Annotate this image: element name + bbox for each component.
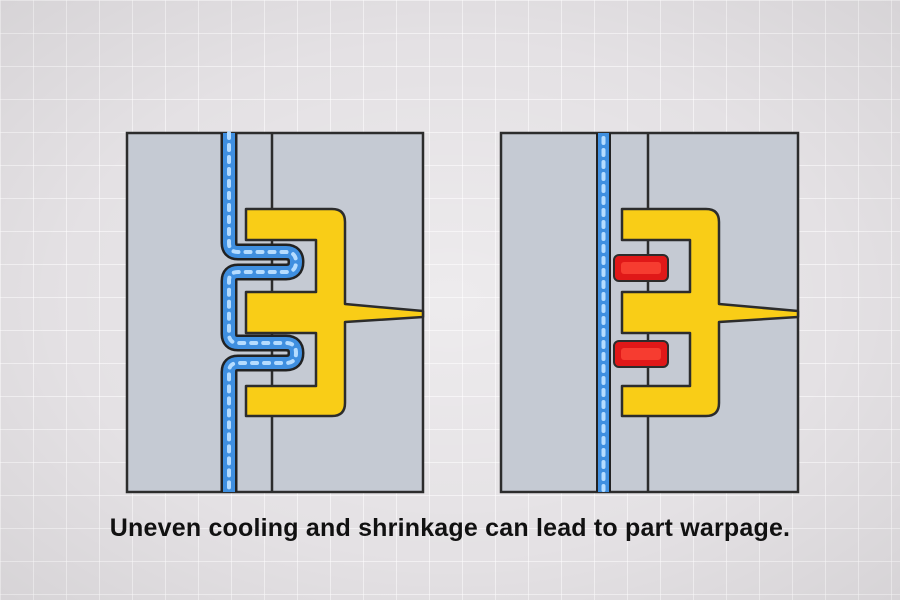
right-cooling-channel xyxy=(596,133,611,492)
right-molded-part xyxy=(620,207,800,418)
hot-spot-upper-glow xyxy=(621,262,661,274)
hot-spot-lower-glow xyxy=(621,348,661,360)
left-mold-panel xyxy=(125,131,425,494)
left-cooling-channel xyxy=(220,131,305,494)
left-molded-part xyxy=(244,207,425,418)
right-mold-panel xyxy=(499,131,800,494)
caption: Uneven cooling and shrinkage can lead to… xyxy=(109,514,791,542)
